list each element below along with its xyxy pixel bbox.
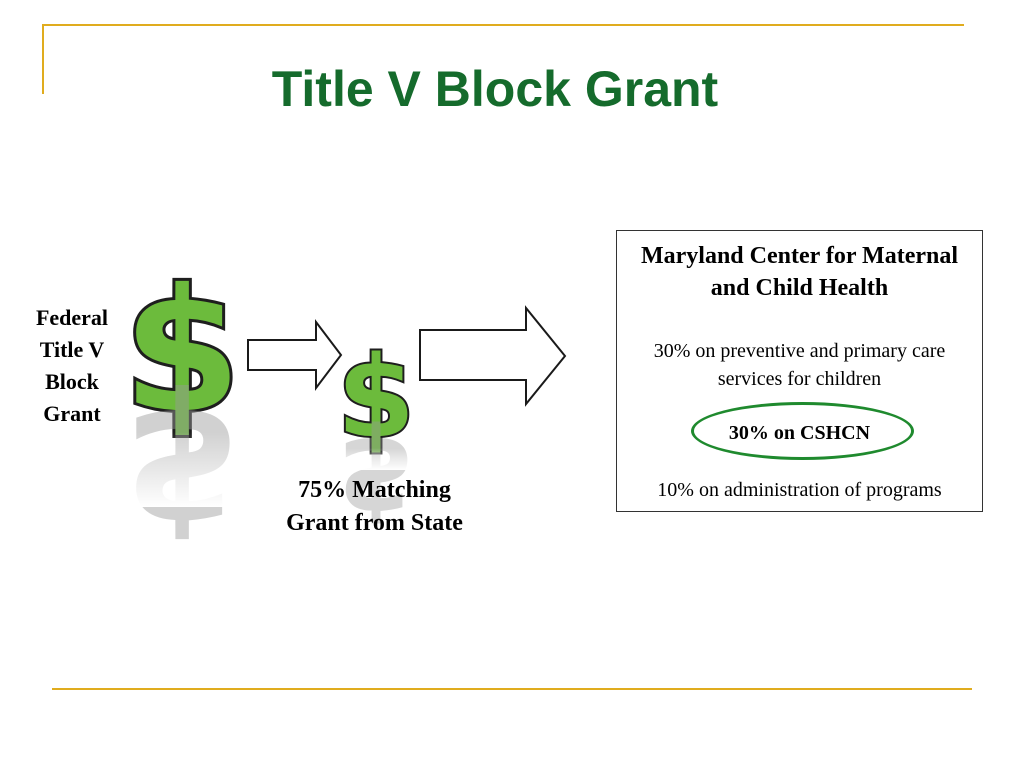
federal-label-line: Block xyxy=(45,369,99,394)
preventive-line: 30% on preventive and primary care xyxy=(653,340,946,362)
left-accent-rule xyxy=(42,24,44,94)
cshcn-highlight-oval xyxy=(691,402,914,460)
federal-label-line: Federal xyxy=(35,305,109,330)
federal-label-line: Title V xyxy=(39,337,105,362)
maryland-center-box: Maryland Center for Maternal and Child H… xyxy=(616,230,983,512)
large-dollar-icon: $ $ xyxy=(120,250,248,567)
preventive-line: services for children xyxy=(717,368,882,390)
state-matching-label: 75% Matching Grant from State xyxy=(272,474,477,540)
large-arrow-icon xyxy=(419,305,567,407)
maryland-center-title: Maryland Center for Maternal and Child H… xyxy=(617,240,982,304)
small-dollar-icon: $ $ xyxy=(335,331,417,541)
administration-allocation: 10% on administration of programs xyxy=(657,479,942,501)
preventive-care-allocation: 30% on preventive and primary care servi… xyxy=(617,337,982,393)
cshcn-allocation: 30% on CSHCN xyxy=(728,422,871,444)
small-arrow-icon xyxy=(247,319,343,391)
bottom-accent-rule xyxy=(52,688,972,690)
maryland-title-line: Maryland Center for Maternal xyxy=(640,243,959,269)
svg-text:$: $ xyxy=(337,411,415,541)
slide-title: Title V Block Grant xyxy=(271,61,719,117)
matching-label-line: 75% Matching xyxy=(298,477,451,503)
svg-text:$: $ xyxy=(337,333,415,463)
svg-text:$: $ xyxy=(123,253,241,451)
top-accent-rule xyxy=(42,24,964,26)
federal-label-line: Grant xyxy=(43,401,101,426)
federal-grant-label: Federal Title V Block Grant xyxy=(26,302,118,430)
matching-label-line: Grant from State xyxy=(286,510,463,536)
maryland-title-line: and Child Health xyxy=(710,275,889,301)
